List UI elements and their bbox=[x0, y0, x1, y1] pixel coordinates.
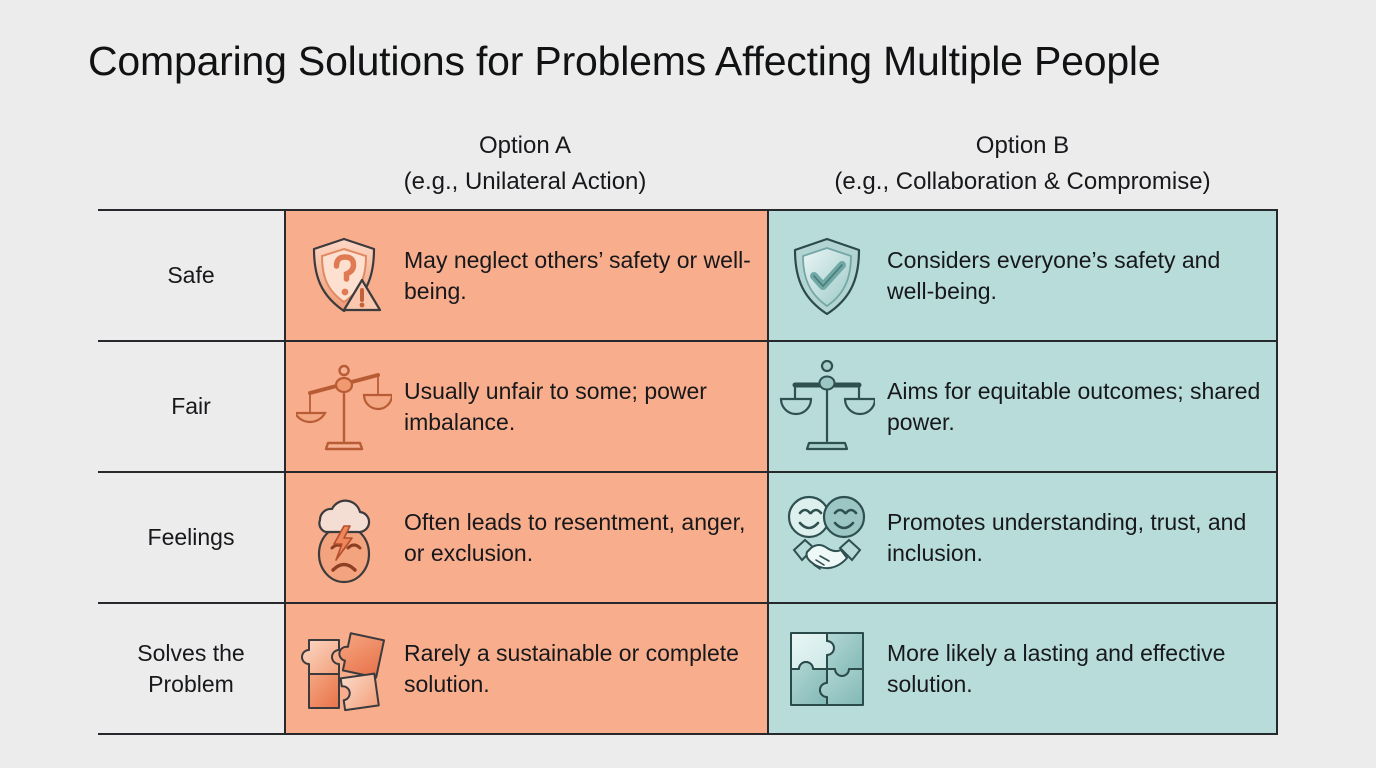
complete-puzzle-icon bbox=[775, 619, 879, 719]
cell-text-fair-option-a: Usually unfair to some; power imbalance. bbox=[404, 377, 707, 435]
column-header-option-a-name: Option A bbox=[478, 132, 572, 159]
cell-feelings-option-a: Often leads to resentment, anger, or exc… bbox=[284, 473, 768, 602]
cell-safe-option-a: May neglect others’ safety or well-being… bbox=[284, 211, 768, 340]
row-label-fair: Fair bbox=[98, 342, 284, 471]
mismatched-puzzle-pieces-icon bbox=[292, 619, 396, 719]
column-header-option-a-example: (e.g., Unilateral Action) bbox=[403, 168, 647, 195]
cell-text-solves-option-a: Rarely a sustainable or complete solutio… bbox=[404, 639, 739, 697]
two-smiling-faces-handshake-icon bbox=[775, 488, 879, 588]
cell-fair-option-b: Aims for equitable outcomes; shared powe… bbox=[768, 342, 1278, 471]
row-label-safe: Safe bbox=[98, 211, 284, 340]
cell-feelings-option-b: Promotes understanding, trust, and inclu… bbox=[768, 473, 1278, 602]
column-header-option-a: Option A (e.g., Unilateral Action) bbox=[284, 128, 766, 200]
cell-safe-option-b: Considers everyone’s safety and well-bei… bbox=[768, 211, 1278, 340]
cell-text-safe-option-a: May neglect others’ safety or well-being… bbox=[404, 246, 751, 304]
table-row: Feelings Often leads to resentment, ange… bbox=[98, 471, 1278, 602]
unbalanced-scales-icon bbox=[292, 357, 396, 457]
comparison-table: Safe bbox=[98, 209, 1278, 735]
cell-text-feelings-option-a: Often leads to resentment, anger, or exc… bbox=[404, 508, 746, 566]
shield-question-warning-icon bbox=[292, 226, 396, 326]
row-label-solves-the-problem: Solves the Problem bbox=[98, 604, 284, 733]
cell-text-solves-option-b: More likely a lasting and effective solu… bbox=[887, 639, 1226, 697]
column-header-option-b-name: Option B bbox=[975, 132, 1070, 159]
page-title: Comparing Solutions for Problems Affecti… bbox=[88, 38, 1161, 84]
table-row: Fair bbox=[98, 340, 1278, 471]
table-row: Solves the Problem bbox=[98, 602, 1278, 735]
cell-solves-option-b: More likely a lasting and effective solu… bbox=[768, 604, 1278, 733]
column-header-option-b: Option B (e.g., Collaboration & Compromi… bbox=[769, 128, 1276, 200]
cell-text-fair-option-b: Aims for equitable outcomes; shared powe… bbox=[887, 377, 1261, 435]
cell-solves-option-a: Rarely a sustainable or complete solutio… bbox=[284, 604, 768, 733]
cell-text-feelings-option-b: Promotes understanding, trust, and inclu… bbox=[887, 508, 1247, 566]
cell-text-safe-option-b: Considers everyone’s safety and well-bei… bbox=[887, 246, 1221, 304]
table-row: Safe bbox=[98, 209, 1278, 340]
balanced-scales-icon bbox=[775, 357, 879, 457]
sad-face-storm-cloud-icon bbox=[292, 488, 396, 588]
cell-fair-option-a: Usually unfair to some; power imbalance. bbox=[284, 342, 768, 471]
shield-check-icon bbox=[775, 226, 879, 326]
row-label-feelings: Feelings bbox=[98, 473, 284, 602]
column-header-option-b-example: (e.g., Collaboration & Compromise) bbox=[834, 168, 1211, 195]
